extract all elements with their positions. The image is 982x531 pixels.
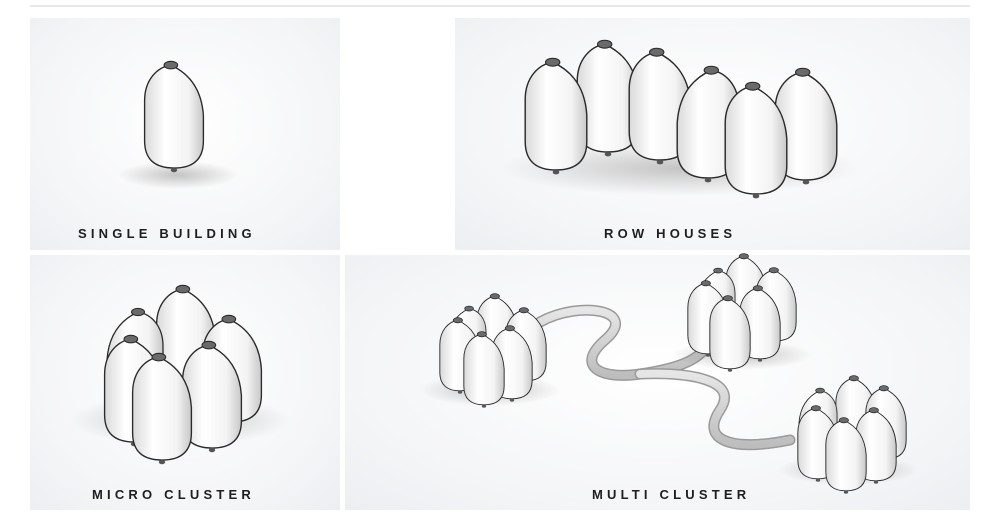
label-micro-cluster: MICRO CLUSTER [92,487,255,502]
multi-cluster-top-right [672,254,812,372]
multi-cluster-left [420,294,560,408]
micro-cluster-illustration [70,285,290,464]
label-multi-cluster: MULTI CLUSTER [592,487,750,502]
label-single-building: SINGLE BUILDING [78,226,256,241]
row-houses-illustration [500,40,860,198]
multi-cluster-bottom-right [778,376,918,494]
label-row-houses: ROW HOUSES [604,226,736,241]
single-building-illustration [118,61,238,189]
